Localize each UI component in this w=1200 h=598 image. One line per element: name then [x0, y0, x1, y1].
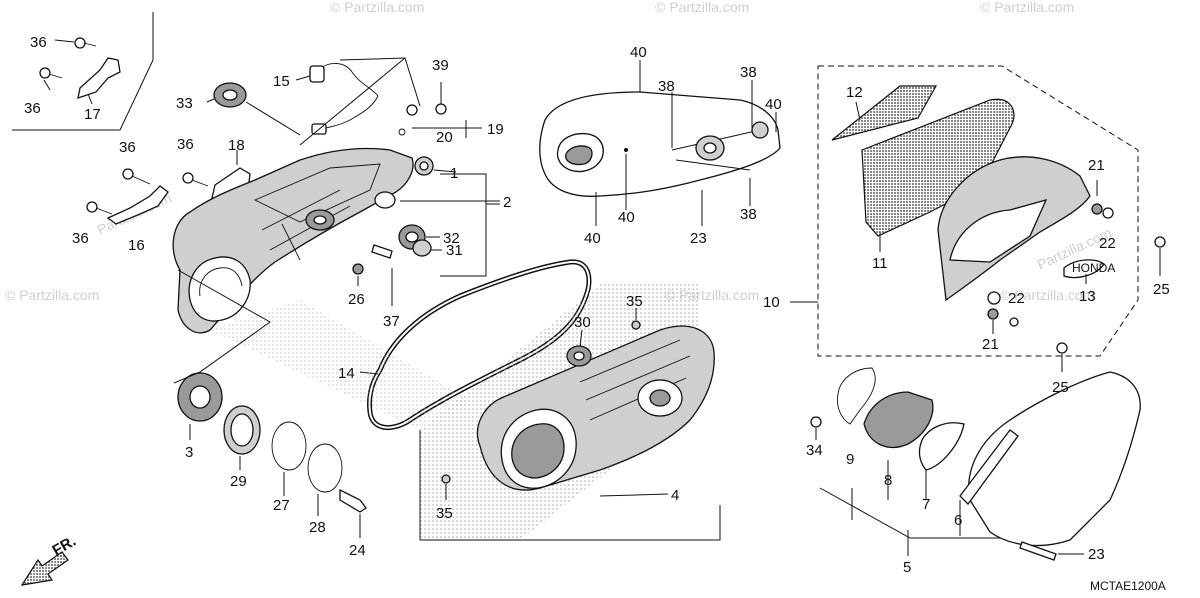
emblem-13-text: HONDA — [1072, 261, 1115, 275]
callout-2: 2 — [503, 194, 511, 211]
callout-22-center: 22 — [1008, 290, 1025, 307]
callout-10: 10 — [763, 294, 780, 311]
bracket-17-shape — [77, 57, 121, 99]
callout-36-d: 36 — [177, 136, 194, 153]
callout-35-top: 35 — [626, 293, 643, 310]
watermark-2: © Partzilla.com — [330, 0, 424, 15]
callout-25-top: 25 — [1153, 281, 1170, 298]
diagram-code: MCTAE1200A — [1090, 579, 1166, 593]
callout-33: 33 — [176, 95, 193, 112]
bracket-16-group — [86, 168, 169, 225]
callout-40-center: 40 — [618, 209, 635, 226]
main-cover-4 — [441, 308, 715, 500]
callout-14: 14 — [338, 365, 355, 382]
emblem-13-shape — [1063, 259, 1105, 279]
bolt-39-group — [412, 82, 482, 138]
callout-12: 12 — [846, 84, 863, 101]
callout-17: 17 — [84, 106, 101, 123]
callout-19: 19 — [487, 121, 504, 138]
callout-21-top: 21 — [1088, 157, 1105, 174]
bolt-36-left — [39, 67, 51, 79]
callout-39: 39 — [432, 57, 449, 74]
front-direction-arrow: FR. — [20, 533, 79, 586]
callout-22-right: 22 — [1099, 235, 1116, 252]
callout-5: 5 — [903, 559, 911, 576]
fr-label: FR. — [50, 533, 79, 560]
callout-18: 18 — [228, 137, 245, 154]
callout-35-bottom: 35 — [436, 505, 453, 522]
air-filter-box: HONDA — [790, 65, 1166, 372]
callout-27: 27 — [273, 497, 290, 514]
small-parts-1-37 — [352, 156, 500, 306]
callout-23-top: 23 — [690, 230, 707, 247]
callout-34: 34 — [806, 442, 823, 459]
callout-32: 32 — [443, 230, 460, 247]
watermark-1: © Partzilla.com — [5, 287, 99, 303]
callout-labels: 1 2 3 4 5 6 7 8 9 10 11 12 13 14 15 16 1… — [24, 34, 1170, 576]
callout-36-e: 36 — [72, 230, 89, 247]
callout-3: 3 — [185, 444, 193, 461]
pulley-parts — [177, 372, 367, 538]
callout-25-bottom: 25 — [1052, 379, 1069, 396]
leader-left-assembly — [173, 269, 271, 384]
callout-6: 6 — [954, 512, 962, 529]
bolt-36-top — [74, 37, 86, 49]
callout-40-top: 40 — [630, 44, 647, 61]
callout-20: 20 — [436, 129, 453, 146]
callout-15: 15 — [273, 73, 290, 90]
bracket-16-shape — [106, 185, 169, 225]
callout-16: 16 — [128, 237, 145, 254]
leader-cover-bottom — [420, 505, 721, 541]
callout-23-bottom: 23 — [1088, 546, 1105, 563]
callout-1: 1 — [450, 165, 458, 182]
callout-38-left: 38 — [658, 78, 675, 95]
left-case-cover — [172, 147, 414, 334]
callout-9: 9 — [846, 451, 854, 468]
outer-cover-23 — [539, 60, 781, 226]
callout-40-right: 40 — [765, 96, 782, 113]
callout-24: 24 — [349, 542, 366, 559]
callout-21-bottom: 21 — [982, 336, 999, 353]
callout-7: 7 — [922, 496, 930, 513]
callout-40-left: 40 — [584, 230, 601, 247]
callout-38-top: 38 — [740, 64, 757, 81]
callout-29: 29 — [230, 473, 247, 490]
callout-11: 11 — [872, 255, 888, 272]
watermark-4: © Partzilla.com — [980, 0, 1074, 15]
lower-right-assembly — [810, 367, 1141, 561]
callout-13: 13 — [1079, 288, 1096, 305]
callout-28: 28 — [309, 519, 326, 536]
bracket-17-inset — [12, 12, 154, 131]
callout-31: 31 — [446, 242, 463, 259]
callout-36-b: 36 — [24, 100, 41, 117]
seal-30 — [566, 329, 592, 367]
callout-36-a: 36 — [30, 34, 47, 51]
callout-8: 8 — [884, 472, 892, 489]
callout-26: 26 — [348, 291, 365, 308]
sensor-15-group — [295, 57, 421, 146]
watermark-3: © Partzilla.com — [655, 0, 749, 15]
callout-38-bottom: 38 — [740, 206, 757, 223]
callout-30: 30 — [574, 314, 591, 331]
bearing-33 — [206, 82, 301, 136]
filter-12 — [831, 85, 938, 141]
callout-36-c: 36 — [119, 139, 136, 156]
callout-4: 4 — [671, 487, 679, 504]
filter-element-11 — [861, 98, 1015, 237]
watermark-6: © Partzilla.com — [1000, 287, 1094, 303]
callout-37: 37 — [383, 313, 400, 330]
